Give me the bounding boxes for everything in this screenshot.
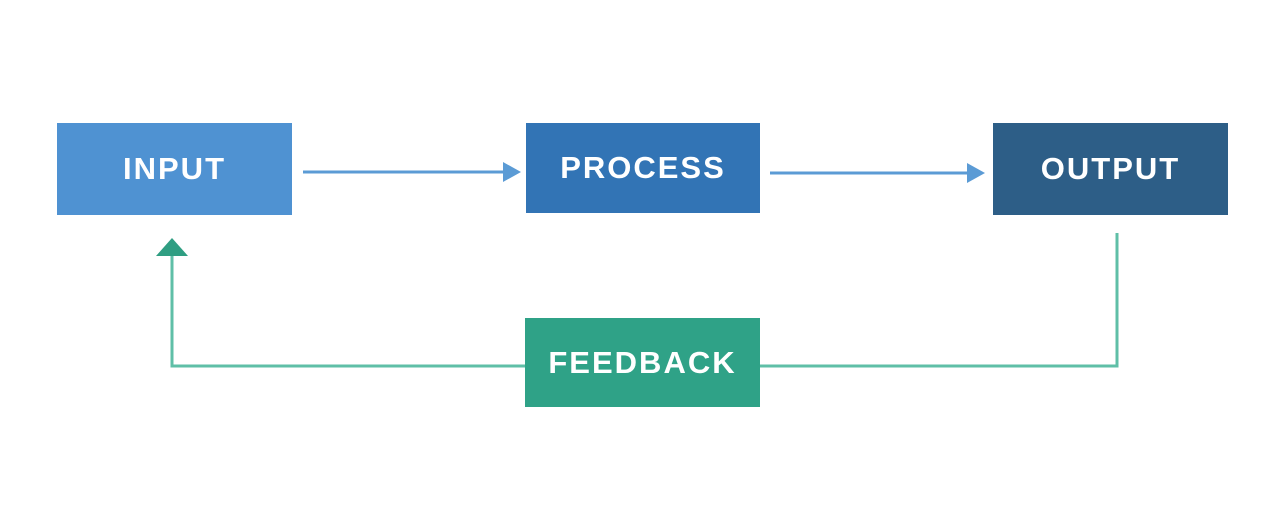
node-process: PROCESS [526, 123, 760, 213]
arrowhead-right-icon [967, 163, 985, 183]
node-feedback: FEEDBACK [525, 318, 760, 407]
node-input: INPUT [57, 123, 292, 215]
arrowhead-up-icon [156, 238, 188, 256]
arrow-process-to-output [770, 163, 985, 183]
node-output-label: OUTPUT [1040, 151, 1181, 186]
node-input-label: INPUT [123, 151, 226, 186]
node-process-label: PROCESS [560, 150, 726, 185]
arrowhead-right-icon [503, 162, 521, 182]
arrow-input-to-process [303, 162, 521, 182]
node-feedback-label: FEEDBACK [548, 344, 737, 380]
node-output: OUTPUT [993, 123, 1228, 215]
